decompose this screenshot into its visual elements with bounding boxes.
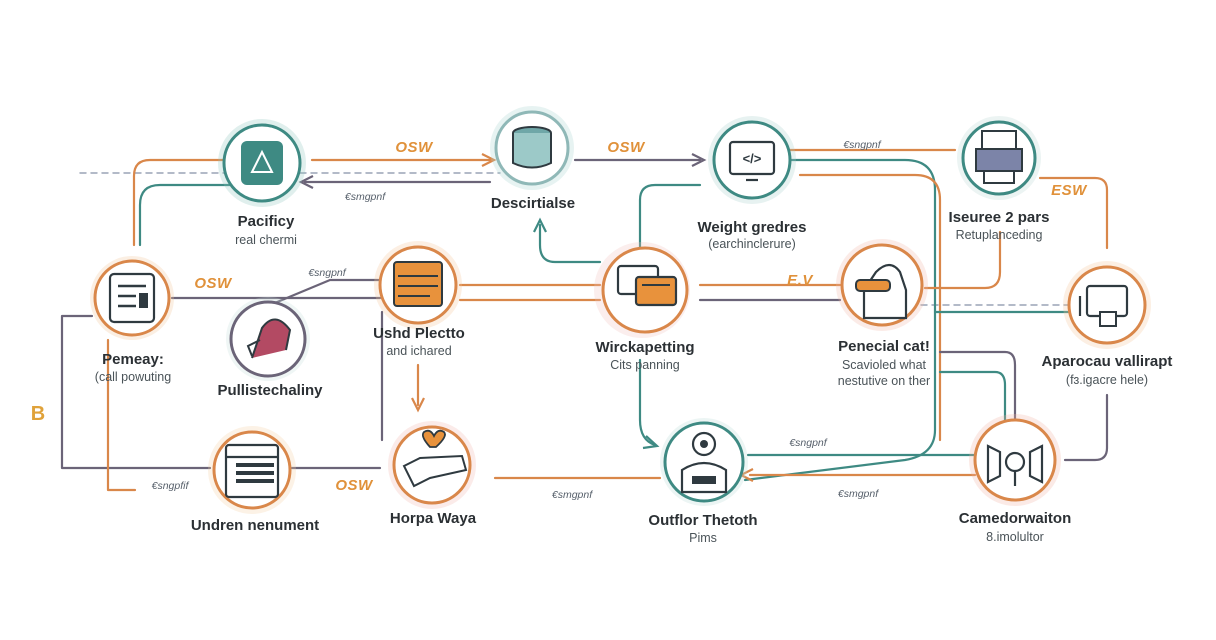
node-wirckapetting[interactable]: Wirckapetting Cits panning [594,242,695,372]
edge-label: ESW [1051,182,1088,199]
server-icon [224,443,280,499]
edge-labels: OSW OSW €sngpnf €smgpnf ESW OSW €sngpnf … [31,139,1088,501]
arrow-icon [533,217,547,233]
edge-n6-n7 [268,278,382,307]
node-subtitle: real chermi [235,233,297,247]
node-ushd-plectto[interactable]: Ushd Plectto and ichared [373,241,465,358]
node-subtitle: Retuplanceding [956,228,1043,242]
node-subtitle: Pims [689,531,717,545]
node-outflor-thetoth[interactable]: Outflor Thetoth Pims [648,418,758,545]
edge-n9-n14 [938,350,1017,422]
camera-icon [986,444,1044,486]
database-icon [512,126,552,169]
node-title: Horpa Waya [390,510,477,527]
node-title: Ushd Plectto [373,325,465,342]
arrow-icon [411,397,425,413]
node-title: Weight gredres [698,219,807,236]
edge-label: €sngpnf [308,267,346,279]
node-title: Camedorwaiton [959,510,1072,527]
node-title: Pullistechaliny [217,382,323,399]
node-title: Pemeay: [102,351,164,368]
edge-n8-n3 [638,183,702,252]
node-horpa-waya[interactable]: Horpa Waya [388,421,477,527]
edge-n4-n9 [923,230,1002,290]
edge-n1-n5 [132,158,242,247]
node-subtitle: (fɜ.igacre hele) [1066,373,1148,387]
node-title: Descirtialse [491,195,575,212]
edge-label: €sngpnf [789,437,827,449]
robot-icon [680,431,728,494]
folder-icon [393,261,443,307]
node-descirtialse[interactable]: Descirtialse [490,106,575,212]
node-title: Aparocau vallirapt [1042,353,1173,370]
node-penecial-cat[interactable]: Penecial cat! Scavioled what nestutive o… [836,239,930,388]
node-pullistechaliny[interactable]: Pullistechaliny [217,297,323,399]
edge-label: €smgpnf [552,489,593,501]
node-pemeay[interactable]: Pemeay: (call powuting [90,256,174,384]
edge-n9-n14-b [938,370,1007,422]
node-subtitle: Cits panning [610,358,680,372]
edge-n3-loop [798,173,942,442]
arrow-icon [481,153,497,167]
node-subtitle: (call powuting [95,370,171,384]
plant-icon [246,318,292,359]
chat-icon [616,264,678,307]
arrow-icon [691,153,707,167]
edge-n10-n14 [1063,393,1109,462]
edge-label: OSW [194,275,233,292]
node-title: Wirckapetting [595,339,694,356]
hand-cat-icon [855,263,908,320]
node-aparocau-vallirapt[interactable]: Aparocau vallirapt (fɜ.igacre hele) [1042,261,1173,387]
edge-label: E.V [787,272,814,289]
edge-label: €sngpfif [152,480,190,492]
side-mark: B [31,403,45,425]
svg-text:</>: </> [743,151,762,166]
connectors [60,148,1109,492]
edge-n3-n13 [743,158,937,482]
edge-n8-n2 [538,223,602,264]
edge-label: €smgpnf [838,488,879,500]
arrow-icon [298,175,314,189]
node-subtitle: and ichared [386,344,451,358]
edge-n5-n11 [60,314,212,470]
node-title: Penecial cat! [838,338,930,355]
node-subtitle: nestutive on ther [838,374,930,388]
edge-n1-n5-b [138,183,242,247]
edge-label: OSW [607,139,646,156]
node-subtitle: Scavioled what [842,358,927,372]
node-undren-nenument[interactable]: Undren nenument [191,426,319,534]
edge-label: €smgpnf [345,191,386,203]
recycle-icon [241,141,283,185]
node-iseuree-2-pars[interactable]: Iseuree 2 pars Retuplanceding [949,116,1050,242]
edge-n8-n13 [638,358,657,447]
edge-n5-n11-b [106,338,137,492]
node-title: Pacificy [238,213,295,230]
document-icon [108,272,156,324]
edge-label: OSW [395,139,434,156]
edge-label: OSW [335,477,374,494]
edge-n4-n10 [1038,176,1109,250]
screen-icon [1078,284,1129,327]
edge-label: €sngpnf [843,139,881,151]
node-title: Outflor Thetoth [648,512,757,529]
code-monitor-icon: </> [728,140,776,182]
node-subtitle: 8.imolultor [986,530,1044,544]
node-subtitle: (earchinclerure) [708,237,796,251]
node-weight-gredres[interactable]: </> Weight gredres (earchinclerure) [698,116,807,251]
arrow-icon [642,435,660,450]
node-camedorwaiton[interactable]: Camedorwaiton 8.imolultor [959,414,1072,544]
heart-hand-icon [402,429,468,488]
node-title: Iseuree 2 pars [949,209,1050,226]
node-title: Undren nenument [191,517,319,534]
node-pacificy[interactable]: Pacificy real chermi [218,119,306,247]
printer-icon [975,130,1023,184]
